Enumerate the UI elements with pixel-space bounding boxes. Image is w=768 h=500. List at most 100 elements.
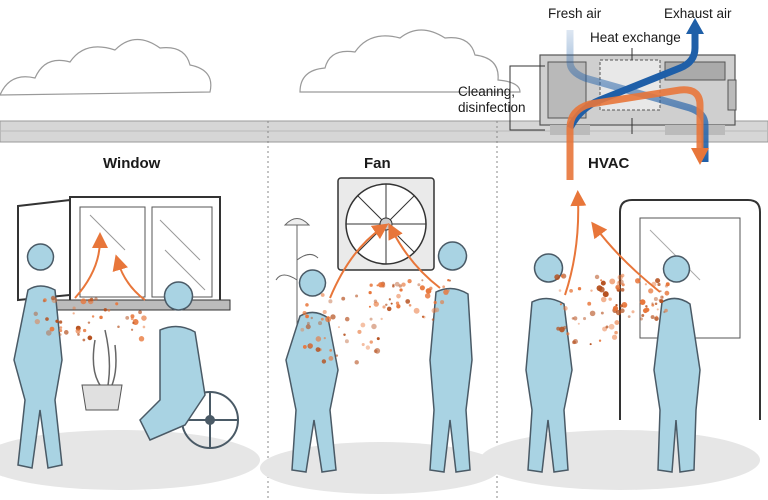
aerosol-particle — [80, 298, 87, 305]
aerosol-particle — [399, 288, 403, 292]
fan-scene-title: Fan — [364, 155, 391, 172]
aerosol-particle — [130, 328, 134, 331]
aerosol-particle — [424, 293, 431, 299]
aerosol-particle — [325, 316, 332, 323]
aerosol-particle — [361, 342, 365, 347]
aerosol-particle — [368, 305, 371, 308]
aerosol-particle — [315, 336, 322, 342]
aerosol-particle — [50, 295, 56, 301]
aerosol-particle — [612, 305, 619, 312]
aerosol-particle — [396, 293, 401, 299]
aerosol-particle — [651, 281, 657, 287]
aerosol-particle — [58, 320, 63, 324]
aerosol-particle — [577, 322, 580, 325]
aerosol-particle — [621, 283, 625, 287]
aerosol-particle — [408, 304, 412, 307]
aerosol-particle — [374, 348, 381, 354]
aerosol-particle — [594, 274, 600, 280]
aerosol-particle — [49, 326, 55, 332]
cloud-mid — [299, 29, 521, 93]
aerosol-particle — [45, 317, 49, 321]
aerosol-particle — [651, 302, 654, 305]
aerosol-arrows — [74, 190, 661, 301]
cloud-left — [0, 38, 212, 96]
aerosol-particle — [115, 302, 119, 306]
aerosol-particle — [371, 323, 377, 330]
aerosol-particle — [344, 339, 349, 344]
aerosol-particle — [569, 288, 573, 293]
aerosol-particle — [600, 296, 607, 303]
aerosol-particle — [614, 320, 620, 326]
aerosol-particle — [125, 315, 130, 320]
fresh-air-label: Fresh air — [548, 6, 602, 21]
aerosol-particle — [405, 299, 411, 304]
person-wheelchair — [139, 281, 206, 441]
aerosol-particle — [615, 303, 618, 307]
aerosol-particle — [354, 360, 359, 365]
aerosol-particle — [322, 309, 327, 315]
hvac-unit — [539, 18, 737, 180]
aerosol-particle — [657, 282, 661, 287]
aerosol-particle — [59, 326, 63, 329]
aerosol-particle — [386, 306, 392, 312]
aerosol-particle — [89, 297, 94, 302]
aerosol-particle — [318, 321, 323, 326]
window-scene-title: Window — [103, 155, 161, 172]
aerosol-particle — [33, 311, 38, 317]
aerosol-particle — [396, 304, 401, 309]
aerosol-particle — [323, 336, 326, 340]
aerosol-particle — [369, 283, 373, 287]
aerosol-particle — [566, 332, 570, 336]
aerosol-particle — [360, 322, 366, 328]
aerosol-particle — [117, 325, 120, 328]
scene-dividers — [267, 121, 498, 500]
aerosol-particle — [302, 310, 307, 315]
aerosol-particle — [300, 327, 305, 332]
aerosol-particle — [395, 301, 400, 305]
aerosol-particle — [419, 285, 425, 291]
aerosol-particle — [373, 301, 379, 307]
aerosol-particle — [401, 282, 406, 287]
aerosol-particle — [82, 338, 86, 342]
aerosol-particle — [329, 349, 333, 352]
plant — [81, 329, 123, 411]
person-fan-man — [429, 241, 473, 473]
aerosol-particle — [650, 315, 655, 320]
aerosol-particle — [407, 279, 412, 284]
aerosol-particle — [306, 321, 310, 325]
aerosol-particle — [563, 306, 568, 311]
aerosol-particle — [330, 314, 336, 320]
aerosol-particle — [385, 303, 388, 307]
aerosol-particle — [335, 354, 339, 357]
aerosol-particle — [644, 283, 648, 286]
aerosol-particle — [609, 278, 616, 285]
aerosol-particle — [344, 316, 350, 322]
aerosol-particle — [305, 324, 311, 330]
aerosol-particle — [664, 290, 670, 296]
aerosol-particle — [577, 287, 582, 291]
person-window-standing — [13, 243, 63, 469]
cleaning-label-line2: disinfection — [458, 100, 526, 115]
aerosol-particle — [315, 347, 321, 352]
hvac-scene-title: HVAC — [588, 155, 630, 172]
aerosol-particle — [434, 307, 440, 313]
aerosol-particle — [421, 315, 425, 318]
aerosol-particle — [328, 356, 334, 361]
aerosol-particle — [77, 333, 80, 336]
aerosol-particle — [394, 281, 400, 287]
aerosol-particle — [653, 296, 658, 302]
people — [13, 241, 701, 473]
aerosol-particle — [611, 334, 618, 340]
aerosol-particles — [33, 273, 670, 365]
aerosol-particle — [631, 310, 635, 314]
aerosol-particle — [660, 295, 664, 300]
aerosol-particle — [355, 294, 359, 298]
aerosol-particle — [369, 317, 373, 321]
aerosol-particle — [583, 317, 587, 321]
aerosol-particle — [431, 307, 437, 314]
aerosol-particle — [665, 282, 670, 287]
aerosol-particle — [55, 319, 59, 323]
aerosol-particle — [380, 282, 386, 288]
aerosol-particle — [369, 340, 373, 344]
